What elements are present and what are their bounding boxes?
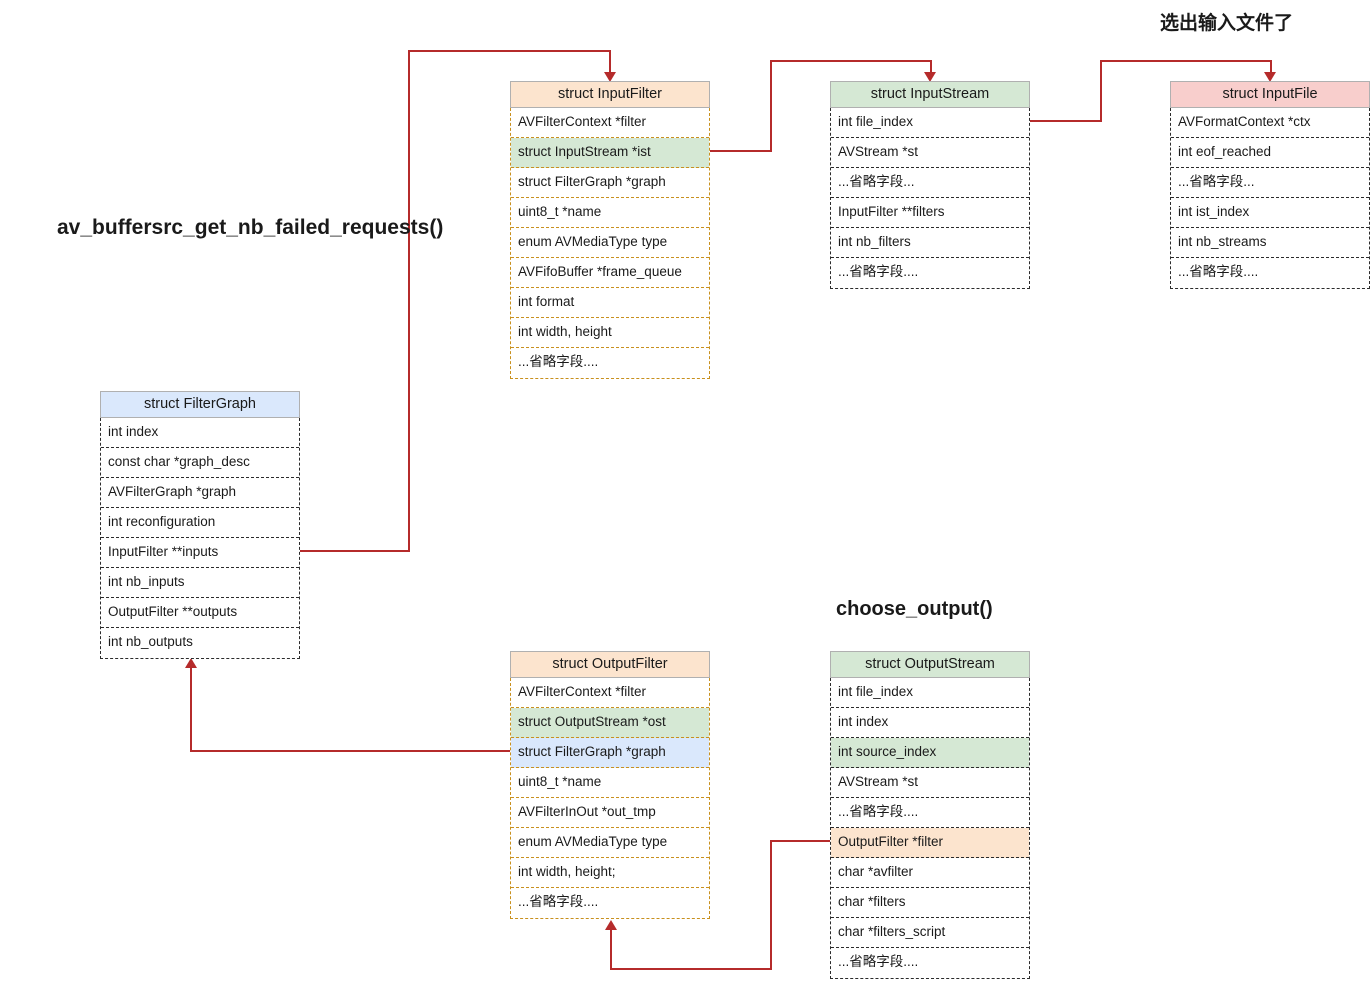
wire-outputstream-to-outputfilter-seg1 xyxy=(770,840,832,842)
arrowhead-inputfilter-top xyxy=(604,72,616,82)
field-row: ...省略字段... xyxy=(1171,168,1369,198)
wire-outputstream-to-outputfilter-seg2 xyxy=(770,840,772,970)
field-row: ...省略字段.... xyxy=(518,894,599,909)
struct-fields-filter-graph: int index const char *graph_desc AVFilte… xyxy=(100,418,300,659)
field-row: struct FilterGraph *graph xyxy=(511,168,709,198)
field-row: enum AVMediaType type xyxy=(511,228,709,258)
field-row: OutputFilter **outputs xyxy=(101,598,299,628)
field-row: char *filters_script xyxy=(831,918,1029,948)
field-row: int width, height xyxy=(511,318,709,348)
struct-box-output-stream: struct OutputStream int file_index int i… xyxy=(830,651,1030,979)
wire-inputstream-to-inputfile-seg3 xyxy=(1100,60,1272,62)
wire-inputfilter-to-inputstream-seg2 xyxy=(770,60,772,152)
field-row: int format xyxy=(511,288,709,318)
field-row: int file_index xyxy=(831,108,1029,138)
field-row: uint8_t *name xyxy=(511,768,709,798)
field-row-highlight-filtergraph: struct FilterGraph *graph xyxy=(511,738,709,768)
field-row: AVFilterContext *filter xyxy=(511,108,709,138)
wire-inputfilter-to-inputstream-seg1 xyxy=(710,150,772,152)
field-row: int width, height; xyxy=(511,858,709,888)
field-row: int file_index xyxy=(831,678,1029,708)
struct-fields-input-stream: int file_index AVStream *st ...省略字段... I… xyxy=(830,108,1030,289)
field-row: ...省略字段.... xyxy=(838,264,919,279)
field-row: int ist_index xyxy=(1171,198,1369,228)
field-row: AVFilterGraph *graph xyxy=(101,478,299,508)
field-row: InputFilter **inputs xyxy=(101,538,299,568)
struct-title-input-file: struct InputFile xyxy=(1170,81,1370,108)
wire-inputstream-to-inputfile-seg2 xyxy=(1100,60,1102,122)
struct-title-input-stream: struct InputStream xyxy=(830,81,1030,108)
field-row-highlight-inputstream: struct InputStream *ist xyxy=(511,138,709,168)
struct-title-input-filter: struct InputFilter xyxy=(510,81,710,108)
field-row: enum AVMediaType type xyxy=(511,828,709,858)
field-row: AVStream *st xyxy=(831,138,1029,168)
field-row: AVFilterInOut *out_tmp xyxy=(511,798,709,828)
arrowhead-filtergraph-bottom xyxy=(185,658,197,668)
field-row: AVFifoBuffer *frame_queue xyxy=(511,258,709,288)
field-row: ...省略字段.... xyxy=(1178,264,1259,279)
wire-outputfilter-to-filtergraph-seg2 xyxy=(190,668,192,752)
struct-title-output-filter: struct OutputFilter xyxy=(510,651,710,678)
field-row-highlight-source-index: int source_index xyxy=(831,738,1029,768)
struct-fields-output-stream: int file_index int index int source_inde… xyxy=(830,678,1030,979)
field-row: int nb_outputs xyxy=(108,634,193,649)
field-row: InputFilter **filters xyxy=(831,198,1029,228)
struct-fields-input-file: AVFormatContext *ctx int eof_reached ...… xyxy=(1170,108,1370,289)
field-row: int index xyxy=(831,708,1029,738)
field-row: uint8_t *name xyxy=(511,198,709,228)
struct-box-filter-graph: struct FilterGraph int index const char … xyxy=(100,391,300,659)
struct-box-input-filter: struct InputFilter AVFilterContext *filt… xyxy=(510,81,710,379)
field-row: AVFormatContext *ctx xyxy=(1171,108,1369,138)
field-row: int reconfiguration xyxy=(101,508,299,538)
annotation-choose-output-function: choose_output() xyxy=(836,598,993,620)
annotation-buffersrc-function: av_buffersrc_get_nb_failed_requests() xyxy=(57,216,444,239)
wire-outputstream-to-outputfilter-seg4 xyxy=(610,930,612,970)
field-row: char *avfilter xyxy=(831,858,1029,888)
struct-box-output-filter: struct OutputFilter AVFilterContext *fil… xyxy=(510,651,710,919)
field-row: ...省略字段.... xyxy=(518,354,599,369)
wire-outputstream-to-outputfilter-seg3 xyxy=(610,968,772,970)
field-row: char *filters xyxy=(831,888,1029,918)
field-row: AVStream *st xyxy=(831,768,1029,798)
arrowhead-inputstream-top xyxy=(924,72,936,82)
wire-inputfilter-to-inputstream-seg3 xyxy=(770,60,932,62)
wire-filtergraph-to-inputfilter-seg1 xyxy=(300,550,410,552)
struct-fields-output-filter: AVFilterContext *filter struct OutputStr… xyxy=(510,678,710,919)
field-row: ...省略字段.... xyxy=(838,954,919,969)
wire-filtergraph-to-inputfilter-seg3 xyxy=(408,50,611,52)
wire-inputstream-to-inputfile-seg1 xyxy=(1030,120,1102,122)
field-row: int nb_inputs xyxy=(101,568,299,598)
field-row: int eof_reached xyxy=(1171,138,1369,168)
field-row: AVFilterContext *filter xyxy=(511,678,709,708)
field-row-highlight-outputstream: struct OutputStream *ost xyxy=(511,708,709,738)
wire-inputfilter-to-inputstream-seg4 xyxy=(930,60,932,74)
arrowhead-inputfile-top xyxy=(1264,72,1276,82)
struct-box-input-stream: struct InputStream int file_index AVStre… xyxy=(830,81,1030,289)
wire-inputstream-to-inputfile-seg4 xyxy=(1270,60,1272,74)
field-row: int index xyxy=(101,418,299,448)
field-row: int nb_streams xyxy=(1171,228,1369,258)
struct-box-input-file: struct InputFile AVFormatContext *ctx in… xyxy=(1170,81,1370,289)
arrowhead-outputfilter-bottom xyxy=(605,920,617,930)
field-row: ...省略字段... xyxy=(831,168,1029,198)
wire-filtergraph-to-inputfilter-seg4 xyxy=(609,50,611,74)
wire-filtergraph-to-inputfilter-seg2 xyxy=(408,50,410,552)
field-row: ...省略字段.... xyxy=(831,798,1029,828)
field-row: int nb_filters xyxy=(831,228,1029,258)
struct-fields-input-filter: AVFilterContext *filter struct InputStre… xyxy=(510,108,710,379)
annotation-chinese-note: 选出输入文件了 xyxy=(1160,12,1294,34)
struct-title-filter-graph: struct FilterGraph xyxy=(100,391,300,418)
field-row: const char *graph_desc xyxy=(101,448,299,478)
wire-outputfilter-to-filtergraph-seg1 xyxy=(190,750,511,752)
field-row-highlight-outputfilter: OutputFilter *filter xyxy=(831,828,1029,858)
struct-title-output-stream: struct OutputStream xyxy=(830,651,1030,678)
